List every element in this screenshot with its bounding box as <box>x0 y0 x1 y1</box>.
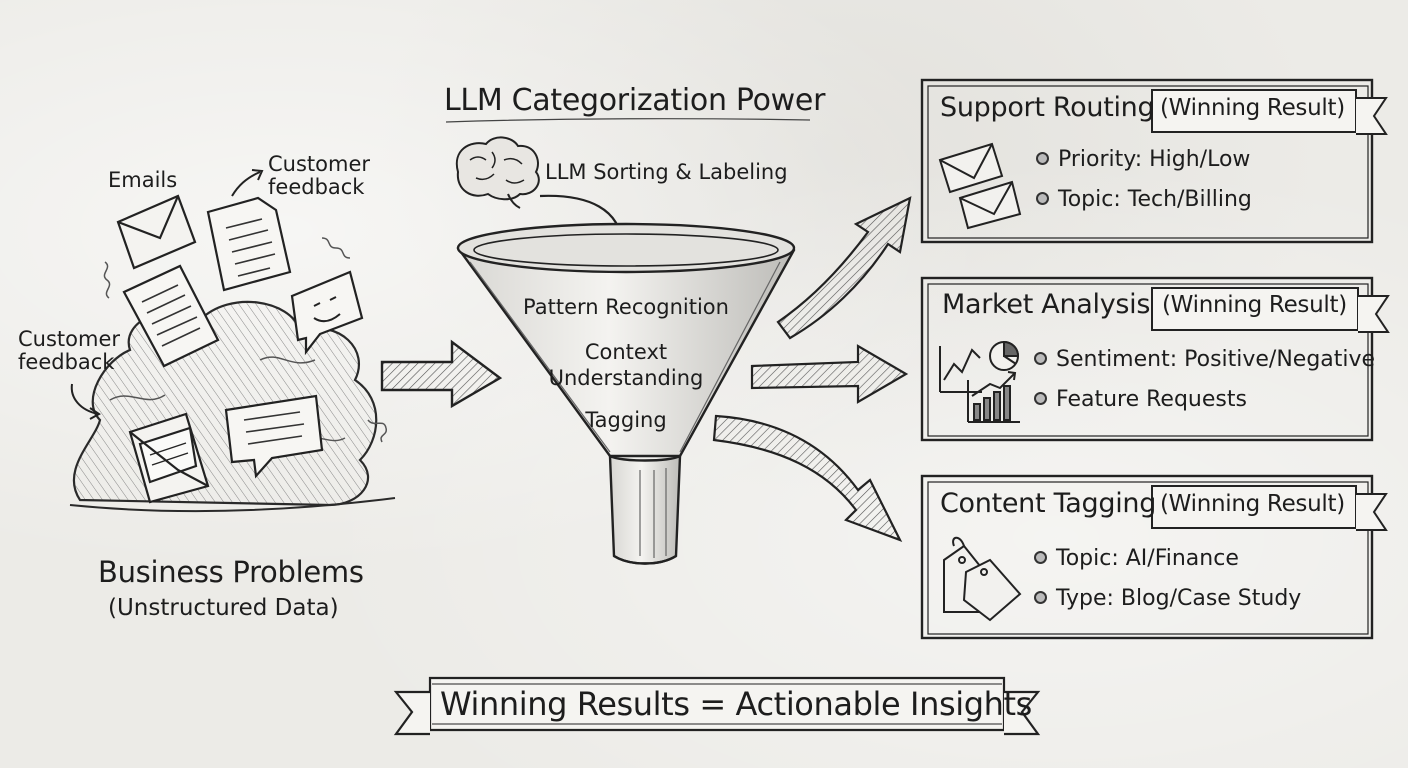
card-frames <box>920 78 1374 640</box>
bullet-text: Sentiment: Positive/Negative <box>1056 347 1376 372</box>
business-problems-title: Business Problems <box>98 555 364 589</box>
bullet-text: Type: Blog/Case Study <box>1056 586 1302 611</box>
label-arrows <box>70 169 264 420</box>
card-badge-market-analysis: (Winning Result) <box>1162 292 1347 318</box>
emails-label: Emails <box>108 168 178 192</box>
output-arrow-bottom <box>712 414 903 542</box>
card-bullet: Sentiment: Positive/Negative <box>1034 349 1375 371</box>
bullet-dot-icon <box>1036 191 1049 205</box>
bullet-text: Feature Requests <box>1056 387 1247 412</box>
bullet-dot-icon <box>1036 151 1049 165</box>
customer-feedback-label-left: Customer feedback <box>18 327 121 375</box>
input-arrow <box>380 339 503 409</box>
banner-ribbon <box>393 676 1041 736</box>
brain-label: LLM Sorting & Labeling <box>545 160 788 184</box>
chat-bubble-icon <box>290 270 364 356</box>
document-icon-top <box>206 196 292 292</box>
bullet-dot-icon <box>1034 590 1047 604</box>
envelope-icon-bottom <box>128 412 210 504</box>
bullet-text: Priority: High/Low <box>1058 147 1251 172</box>
card-badge-content-tagging: (Winning Result) <box>1160 491 1345 517</box>
brain-icon <box>455 136 540 209</box>
title-underline <box>445 118 811 123</box>
card-bullet: Priority: High/Low <box>1036 149 1250 171</box>
envelope-icon-top <box>116 194 197 270</box>
funnel-icon <box>456 222 796 565</box>
page-title: LLM Categorization Power <box>444 83 826 118</box>
envelopes-icon <box>938 142 1022 230</box>
bullet-text: Topic: AI/Finance <box>1056 546 1239 571</box>
bullet-dot-icon <box>1034 550 1047 564</box>
card-title-content-tagging: Content Tagging <box>940 488 1157 519</box>
bullet-dot-icon <box>1034 351 1047 365</box>
charts-icon <box>939 340 1020 423</box>
output-arrow-middle <box>750 344 909 404</box>
price-tags-icon <box>943 536 1022 622</box>
customer-feedback-label-top: Customer feedback <box>268 152 371 200</box>
card-bullet: Type: Blog/Case Study <box>1034 588 1301 610</box>
funnel-step-context-understanding: Context Understanding <box>548 340 704 390</box>
bullet-text: Topic: Tech/Billing <box>1058 187 1252 212</box>
bottom-banner-text: Winning Results = Actionable Insights <box>440 685 1032 723</box>
output-arrow-top <box>776 196 912 340</box>
card-bullet: Topic: AI/Finance <box>1034 548 1239 570</box>
funnel-step-tagging: Tagging <box>585 408 667 432</box>
card-bullet: Feature Requests <box>1034 389 1247 411</box>
business-problems-subtitle: (Unstructured Data) <box>108 595 339 621</box>
funnel-step-pattern-recognition: Pattern Recognition <box>523 295 729 319</box>
chat-bubble-icon-bottom <box>224 394 324 479</box>
card-badge-support-routing: (Winning Result) <box>1160 95 1345 121</box>
bullet-dot-icon <box>1034 391 1047 405</box>
document-icon-mid <box>122 264 220 368</box>
badge-ribbons <box>1151 89 1390 531</box>
card-title-support-routing: Support Routing <box>940 92 1155 123</box>
card-title-market-analysis: Market Analysis <box>942 289 1151 320</box>
card-bullet: Topic: Tech/Billing <box>1036 189 1252 211</box>
